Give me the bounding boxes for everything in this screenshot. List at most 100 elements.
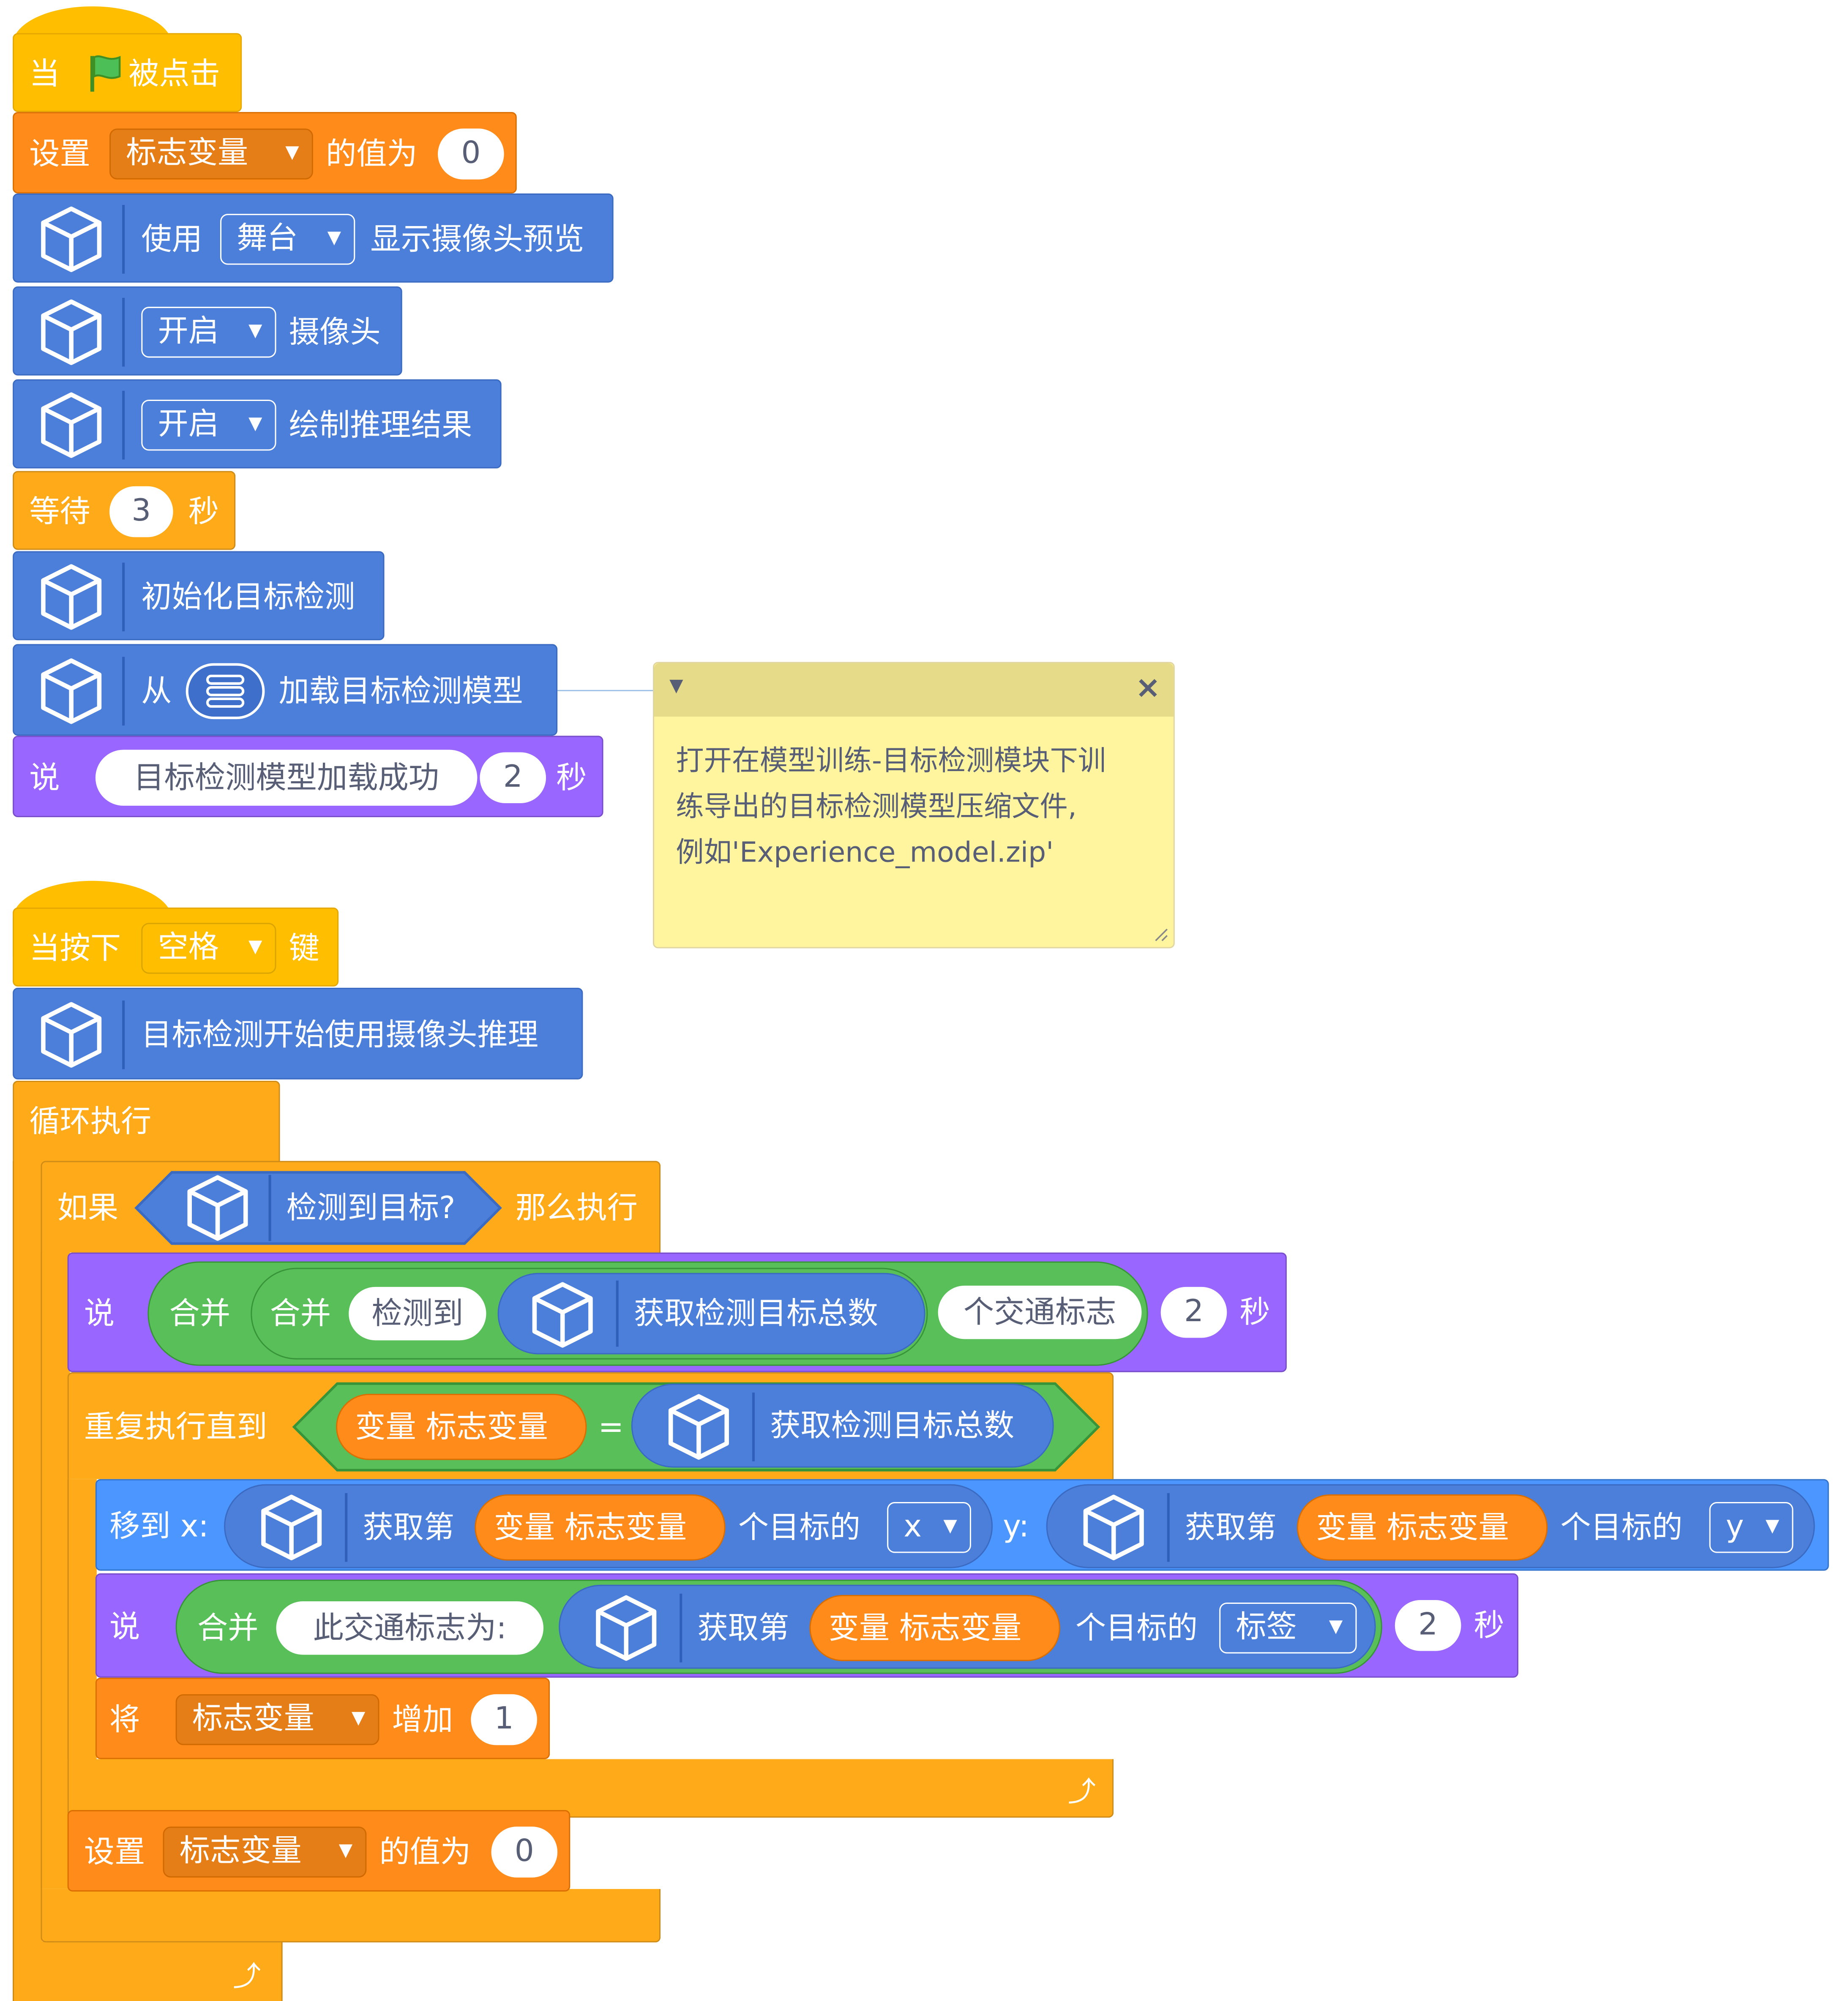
camera-state-dropdown[interactable]: 开启▼ <box>141 307 276 358</box>
start-camera-inference-block[interactable]: 目标检测开始使用摄像头推理 <box>13 987 583 1080</box>
change-variable-block[interactable]: 将 标志变量▼ 增加 1 <box>95 1677 550 1759</box>
join-inner-label: 合并 <box>270 1295 331 1332</box>
dropdown-arrow-icon: ▼ <box>248 321 262 341</box>
comment-header[interactable]: ▼ × <box>654 663 1174 717</box>
toggle-camera-block[interactable]: 开启▼ 摄像头 <box>13 286 402 376</box>
get-nth-y-reporter[interactable]: 获取第 变量 标志变量 个目标的 y▼ <box>1046 1484 1815 1568</box>
draw-state-dropdown[interactable]: 开启▼ <box>141 399 276 451</box>
variable-dropdown-label: 标志变量 <box>192 1700 314 1737</box>
if-then-block[interactable]: 如果 检测到目标? 那么执行 <box>41 1161 661 1253</box>
wait-seconds-input[interactable]: 3 <box>109 486 173 537</box>
go-to-x-label: 移到 x: <box>109 1508 209 1544</box>
set-variable-block[interactable]: 设置 标志变量▼ 的值为 0 <box>13 112 517 194</box>
cube-icon <box>33 997 109 1073</box>
key-dropdown[interactable]: 空格 ▼ <box>141 923 276 974</box>
draw-state-label: 开启 <box>158 406 219 442</box>
stage-dropdown-label: 舞台 <box>237 220 298 256</box>
seconds-label: 秒 <box>188 493 219 530</box>
file-picker-button[interactable] <box>186 663 265 720</box>
say-join-block[interactable]: 说 合并 合并 检测到 获取检测目标总数 个交通标志 2 秒 <box>67 1252 1287 1372</box>
separator <box>122 297 125 367</box>
set-variable-block[interactable]: 设置 标志变量▼ 的值为 0 <box>67 1810 571 1892</box>
when-label: 当 <box>29 56 60 92</box>
go-to-xy-block[interactable]: 移到 x: 获取第 变量 标志变量 个目标的 x▼ y: 获取第 变量 标志变量… <box>95 1479 1829 1571</box>
wait-block[interactable]: 等待 3 秒 <box>13 471 236 550</box>
seconds-label: 秒 <box>1239 1294 1270 1330</box>
say-for-secs-block[interactable]: 说 目标检测模型加载成功 2 秒 <box>13 736 603 818</box>
say-seconds-input[interactable]: 2 <box>1160 1287 1227 1338</box>
sign-is-text-input[interactable]: 此交通标志为: <box>276 1601 543 1655</box>
traffic-sign-text-input[interactable]: 个交通标志 <box>938 1285 1142 1339</box>
cube-icon <box>33 559 109 635</box>
detected-target-label: 检测到目标? <box>286 1190 456 1226</box>
separator <box>752 1392 755 1461</box>
variable-reporter-label: 变量 标志变量 <box>828 1610 1022 1646</box>
variable-reporter-label: 变量 标志变量 <box>355 1409 548 1445</box>
when-key-pressed-block[interactable]: 当按下 空格▼ 键 <box>13 908 339 987</box>
key-dropdown-label: 空格 <box>158 929 219 965</box>
value-input[interactable]: 0 <box>491 1827 558 1878</box>
get-nth-label: 获取第 <box>697 1610 789 1646</box>
init-detection-block[interactable]: 初始化目标检测 <box>13 551 385 641</box>
variable-dropdown[interactable]: 标志变量▼ <box>163 1827 367 1878</box>
cube-icon <box>33 653 109 730</box>
get-nth-x-reporter[interactable]: 获取第 变量 标志变量 个目标的 x▼ <box>224 1484 993 1568</box>
say-seconds-input[interactable]: 2 <box>1395 1600 1461 1651</box>
repeat-until-label: 重复执行直到 <box>84 1409 268 1445</box>
cube-icon <box>524 1277 601 1353</box>
get-total-reporter[interactable]: 获取检测目标总数 <box>631 1383 1054 1468</box>
get-total-label: 获取检测目标总数 <box>770 1408 1015 1444</box>
y-property-dropdown[interactable]: y▼ <box>1709 1502 1793 1553</box>
draw-inference-result-block[interactable]: 开启▼ 绘制推理结果 <box>13 379 502 469</box>
get-nth-label: 获取第 <box>363 1510 455 1546</box>
draw-result-label: 绘制推理结果 <box>289 407 472 443</box>
variable-dropdown[interactable]: 标志变量▼ <box>109 128 313 180</box>
forever-arm <box>13 1161 42 2001</box>
x-property-dropdown[interactable]: x▼ <box>887 1502 971 1553</box>
when-flag-clicked-block[interactable]: 当 被点击 <box>13 33 242 112</box>
say-seconds-input[interactable]: 2 <box>480 752 546 804</box>
forever-foot: ⤴ <box>13 1941 283 2001</box>
detected-text-input[interactable]: 检测到 <box>349 1287 486 1341</box>
join-outer[interactable]: 合并 合并 检测到 获取检测目标总数 个交通标志 <box>147 1261 1148 1366</box>
join-label: 合并 <box>197 1610 259 1646</box>
value-input[interactable]: 0 <box>438 128 504 180</box>
stage-dropdown[interactable]: 舞台▼ <box>220 214 355 265</box>
cube-icon <box>33 294 109 371</box>
cube-icon <box>180 1170 256 1246</box>
say-join-label-block[interactable]: 说 合并 此交通标志为: 获取第 变量 标志变量 个目标的 标签▼ 2 秒 <box>95 1573 1518 1678</box>
close-x-icon[interactable]: × <box>1135 669 1161 706</box>
variable-reporter[interactable]: 变量 标志变量 <box>1297 1494 1548 1561</box>
variable-reporter-label: 变量 标志变量 <box>1316 1510 1509 1546</box>
join-reporter[interactable]: 合并 此交通标志为: 获取第 变量 标志变量 个目标的 标签▼ <box>175 1579 1382 1674</box>
comment-text[interactable]: 打开在模型训练-目标检测模块下训 练导出的目标检测模型压缩文件, 例如'Expe… <box>676 746 1106 870</box>
show-camera-preview-block[interactable]: 使用 舞台▼ 显示摄像头预览 <box>13 193 614 283</box>
repeat-until-block[interactable]: 重复执行直到 变量 标志变量 = 获取检测目标总数 <box>67 1372 1114 1479</box>
get-nth-label: 获取第 <box>1185 1510 1277 1546</box>
variable-reporter[interactable]: 变量 标志变量 <box>336 1393 587 1460</box>
say-text-input[interactable]: 目标检测模型加载成功 <box>95 750 478 806</box>
variable-reporter[interactable]: 变量 标志变量 <box>809 1595 1060 1661</box>
condition-hexagon[interactable] <box>134 1170 502 1246</box>
collapse-triangle-icon[interactable]: ▼ <box>669 676 683 696</box>
load-model-block[interactable]: 从 加载目标检测模型 <box>13 644 558 736</box>
then-label: 那么执行 <box>515 1190 638 1226</box>
separator <box>1167 1493 1170 1562</box>
dropdown-arrow-icon: ▼ <box>1765 1516 1780 1537</box>
dropdown-arrow-icon: ▼ <box>248 937 262 957</box>
variable-dropdown[interactable]: 标志变量▼ <box>175 1694 379 1745</box>
get-nth-label-reporter[interactable]: 获取第 变量 标志变量 个目标的 标签▼ <box>559 1584 1376 1669</box>
join-inner[interactable]: 合并 检测到 获取检测目标总数 <box>251 1268 928 1360</box>
label-property-dropdown[interactable]: 标签▼ <box>1219 1602 1357 1654</box>
get-total-reporter[interactable]: 获取检测目标总数 <box>497 1273 925 1355</box>
forever-block[interactable]: 循环执行 <box>13 1080 280 1165</box>
x-property-label: x <box>904 1508 922 1544</box>
loop-arrow-icon: ⤴ <box>1067 1777 1096 1809</box>
comment-note[interactable]: ▼ × 打开在模型训练-目标检测模块下训 练导出的目标检测模型压缩文件, 例如'… <box>653 662 1175 949</box>
if-arm <box>41 1252 70 1889</box>
change-value-input[interactable]: 1 <box>471 1694 537 1745</box>
variable-reporter[interactable]: 变量 标志变量 <box>475 1494 726 1561</box>
get-total-label: 获取检测目标总数 <box>633 1295 879 1332</box>
variable-reporter-label: 变量 标志变量 <box>494 1510 687 1546</box>
resize-handle-icon[interactable] <box>1153 927 1168 942</box>
